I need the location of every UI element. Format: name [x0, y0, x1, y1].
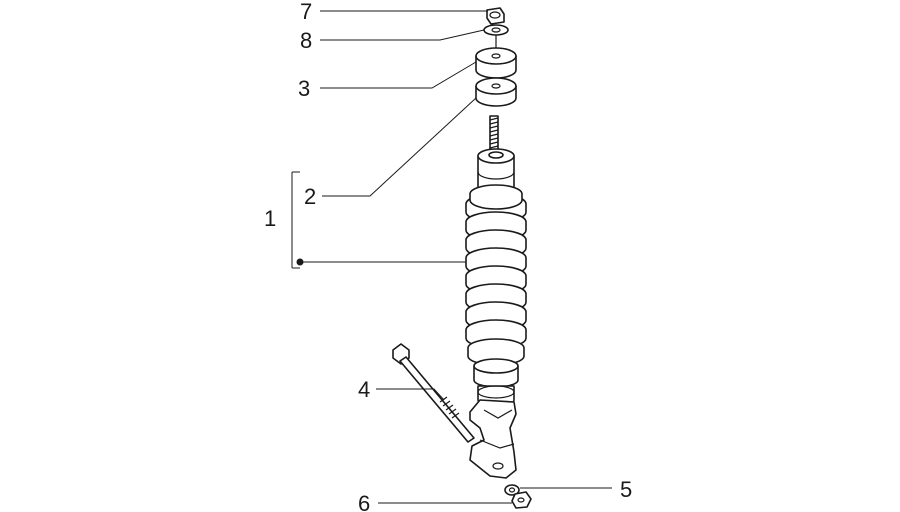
upper-bushing [475, 47, 517, 79]
callout-4: 4 [358, 377, 370, 402]
washer [483, 24, 509, 36]
callout-6: 6 [358, 491, 370, 512]
callout-3: 3 [298, 76, 310, 101]
leader-2 [322, 97, 477, 197]
leader-1-dot [296, 258, 304, 266]
callout-2: 2 [304, 184, 316, 209]
lower-mount [469, 399, 517, 479]
lower-nut [511, 491, 532, 509]
leader-3 [320, 61, 477, 89]
lower-washer [504, 484, 520, 496]
mounting-bolt [392, 343, 475, 443]
lower-bushing [475, 77, 517, 107]
callout-1: 1 [264, 206, 276, 231]
damper-body [473, 358, 519, 407]
leader-lines [291, 10, 612, 504]
coil-spring [465, 184, 527, 366]
top-nut [486, 7, 505, 25]
callout-7: 7 [300, 0, 312, 24]
callout-5: 5 [620, 477, 632, 502]
leader-8 [320, 29, 485, 41]
leader-4 [376, 388, 445, 401]
bracket-1 [291, 171, 300, 269]
callout-8: 8 [300, 28, 312, 53]
threaded-rod [489, 115, 499, 153]
